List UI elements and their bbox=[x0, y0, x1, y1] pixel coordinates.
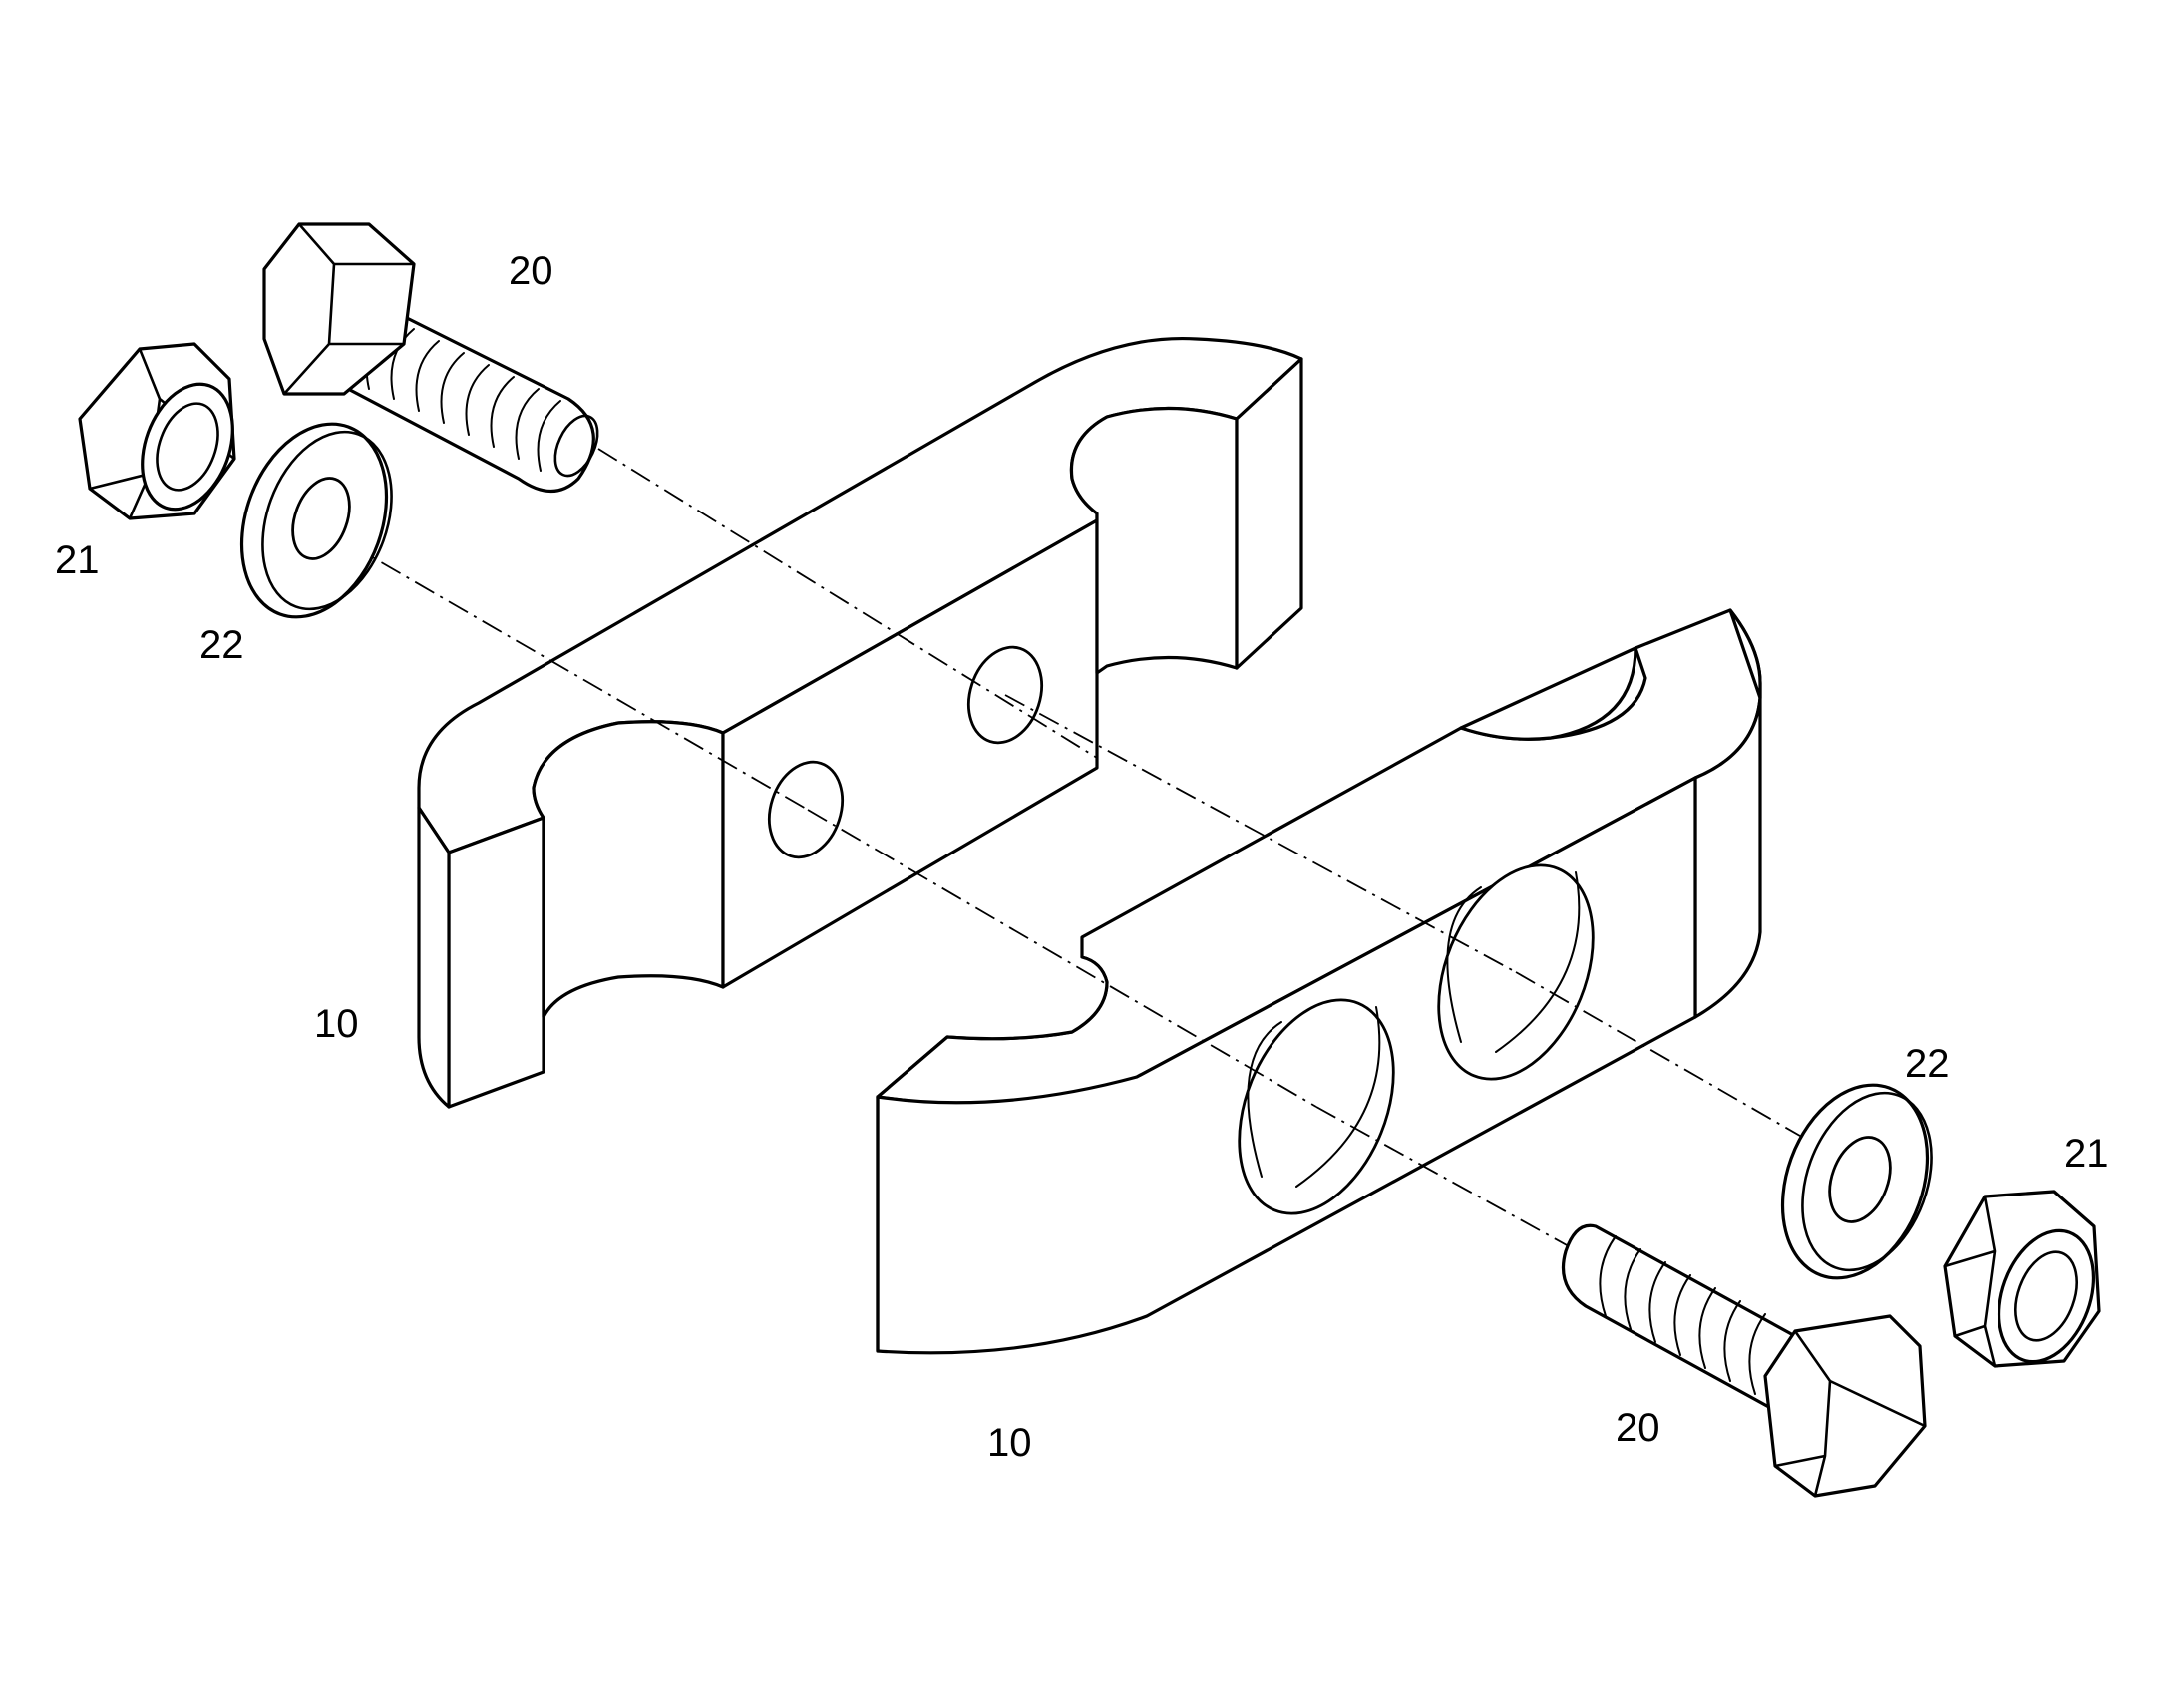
hex-nut-bottom bbox=[1943, 1190, 2101, 1368]
flat-washer-bottom bbox=[1780, 1083, 1933, 1280]
callout-clamp-back: 10 bbox=[314, 1002, 359, 1046]
callout-washer-bottom: 22 bbox=[1905, 1042, 1950, 1086]
bolt-hole bbox=[768, 760, 844, 859]
callout-bolt-bottom: 20 bbox=[1616, 1406, 1660, 1450]
callout-nut-bottom: 21 bbox=[2064, 1132, 2109, 1176]
hex-bolt-top bbox=[262, 222, 599, 493]
clamp-half-back bbox=[417, 336, 1303, 1109]
callout-bolt-top: 20 bbox=[509, 249, 553, 293]
flat-washer-top bbox=[239, 422, 393, 619]
callout-washer-top: 22 bbox=[199, 623, 244, 667]
assembly-axis-lines bbox=[313, 448, 1846, 1262]
callout-nut-top: 21 bbox=[55, 538, 100, 582]
callout-clamp-front: 10 bbox=[987, 1421, 1032, 1465]
hex-nut-top bbox=[78, 342, 236, 520]
hex-bolt-bottom bbox=[1561, 1223, 1927, 1498]
